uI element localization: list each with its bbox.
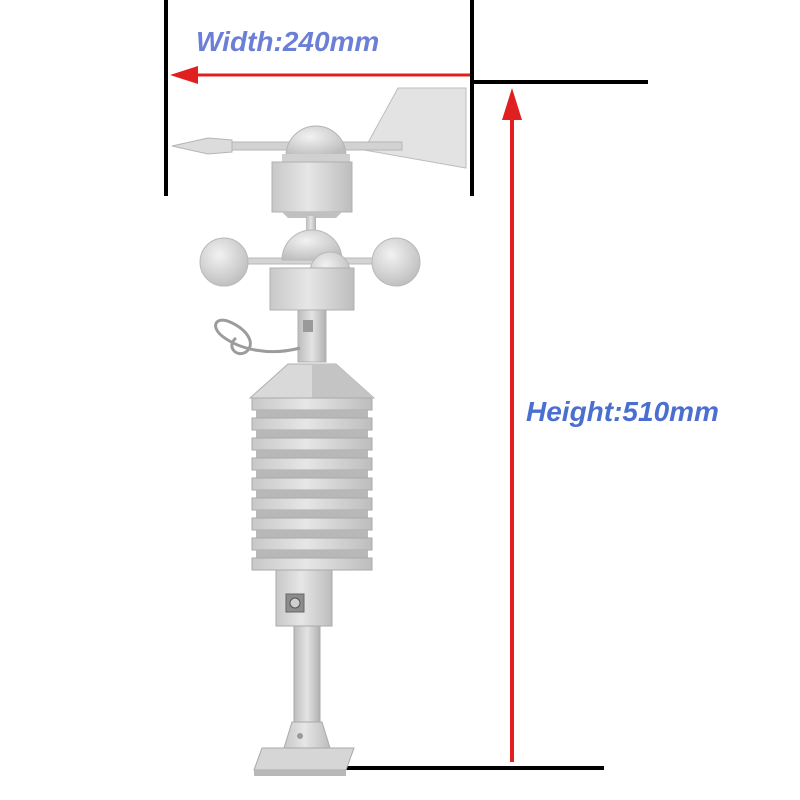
height-guide-lines: [330, 80, 648, 770]
height-label: Height:510mm: [526, 396, 719, 427]
arrow-left-icon: [170, 66, 470, 84]
arrow-up-icon: [502, 88, 522, 762]
weather-station-icon: [171, 87, 467, 776]
radiation-shield: [251, 397, 373, 571]
width-guide-lines: [164, 0, 474, 196]
width-label: Width:240mm: [196, 26, 380, 57]
